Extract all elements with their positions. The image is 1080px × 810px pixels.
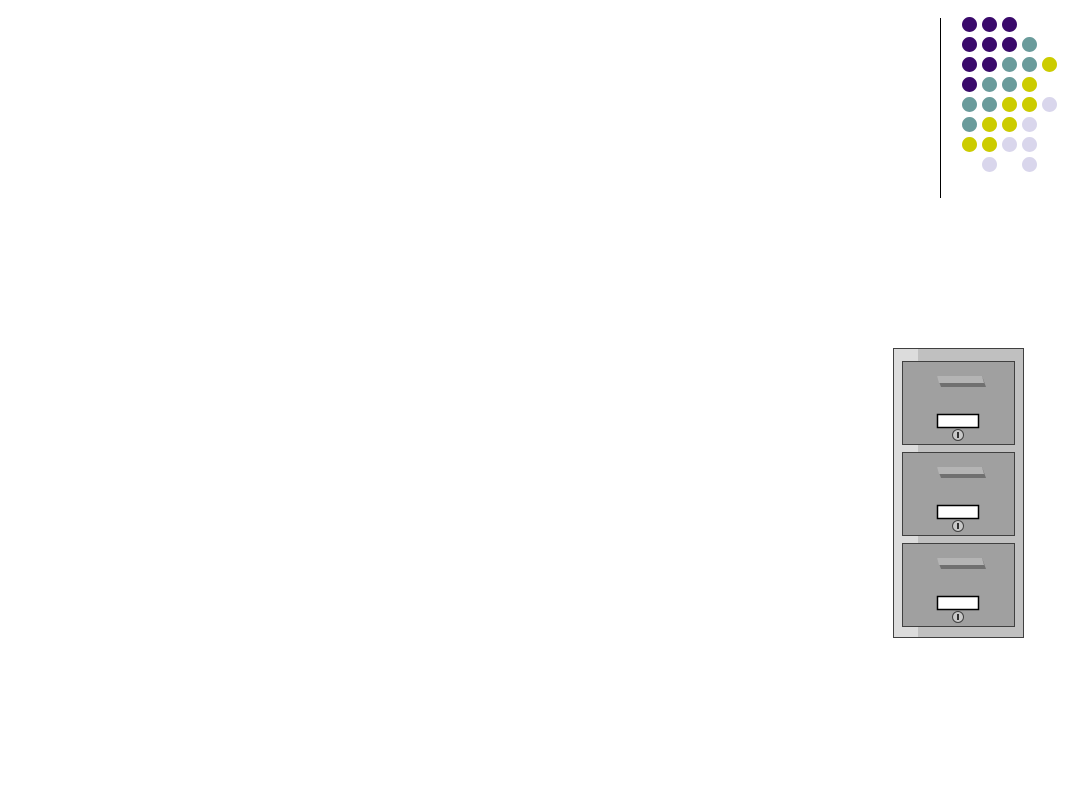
dot-teal: [962, 97, 977, 112]
dot-yellow: [982, 117, 997, 132]
drawer-handle: [937, 558, 984, 565]
dot-yellow: [1022, 77, 1037, 92]
dot-purple: [962, 17, 977, 32]
drawer-label-holder: [936, 413, 980, 429]
decorative-dot-grid: [960, 15, 1060, 180]
cabinet-drawer: [902, 452, 1015, 536]
drawer-keyhole: [957, 523, 959, 529]
drawer-keyhole: [957, 432, 959, 438]
dot-purple: [962, 37, 977, 52]
cabinet-drawers: [902, 361, 1015, 627]
vertical-divider-line: [940, 18, 941, 198]
dot-teal: [1002, 57, 1017, 72]
cabinet-drawer: [902, 361, 1015, 445]
dot-yellow: [1002, 117, 1017, 132]
dot-lavender: [1022, 117, 1037, 132]
dot-lavender: [1022, 137, 1037, 152]
dot-purple: [1002, 37, 1017, 52]
dot-lavender: [1002, 137, 1017, 152]
drawer-handle: [937, 376, 984, 383]
dot-yellow: [1022, 97, 1037, 112]
dot-purple: [962, 77, 977, 92]
dot-yellow: [962, 137, 977, 152]
dot-yellow: [982, 137, 997, 152]
dot-purple: [982, 17, 997, 32]
dot-teal: [982, 77, 997, 92]
dot-purple: [962, 57, 977, 72]
dot-lavender: [982, 157, 997, 172]
dot-teal: [962, 117, 977, 132]
dot-lavender: [1042, 97, 1057, 112]
drawer-handle: [937, 467, 984, 474]
cabinet-drawer: [902, 543, 1015, 627]
file-cabinet-icon: [893, 348, 1024, 638]
dot-teal: [1022, 37, 1037, 52]
drawer-label-holder: [936, 504, 980, 520]
dot-yellow: [1042, 57, 1057, 72]
drawer-keyhole: [957, 614, 959, 620]
dot-teal: [1002, 77, 1017, 92]
dot-teal: [982, 97, 997, 112]
drawer-label-holder: [936, 595, 980, 611]
dot-lavender: [1022, 157, 1037, 172]
dot-yellow: [1002, 97, 1017, 112]
dot-purple: [982, 37, 997, 52]
dot-teal: [1022, 57, 1037, 72]
dot-purple: [982, 57, 997, 72]
dot-purple: [1002, 17, 1017, 32]
